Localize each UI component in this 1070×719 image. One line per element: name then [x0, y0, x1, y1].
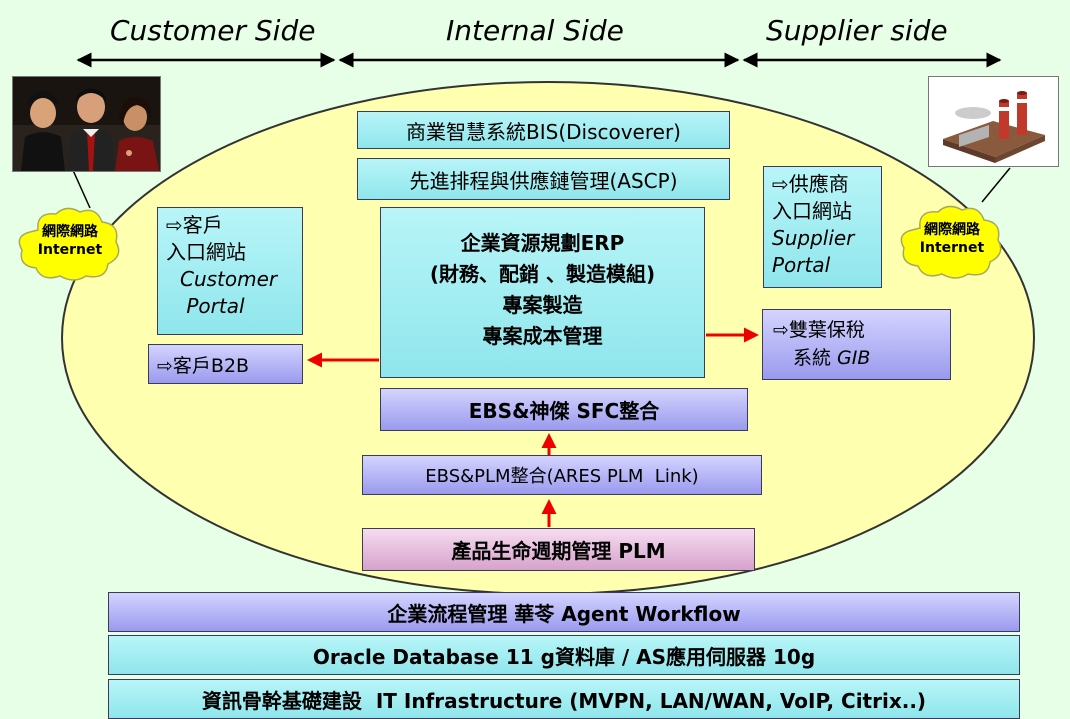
- internet-cloud-right-line1: 網際網路: [924, 222, 980, 238]
- erp-project-manufacturing: 專案製造: [502, 293, 583, 317]
- customer-portal-box: ⇨客戶 入口網站 Customer Portal: [157, 207, 303, 335]
- gib-line2-code: GIB: [837, 347, 871, 369]
- supplier-portal-line2: 入口網站: [772, 199, 852, 223]
- gib-box: ⇨雙葉保稅 系統 GIB: [762, 309, 951, 380]
- database-layer: Oracle Database 11 g資料庫 / AS應用伺服器 10g: [108, 635, 1020, 675]
- plm-link-box: EBS&PLM整合(ARES PLM Link): [362, 455, 762, 495]
- supplier-portal-box: ⇨供應商 入口網站 Supplier Portal: [763, 166, 882, 288]
- bis-box: 商業智慧系統BIS(Discoverer): [357, 111, 730, 149]
- erp-box: 企業資源規劃ERP (財務、配銷 、製造模組) 專案製造 專案成本管理: [380, 207, 705, 378]
- business-people-photo: [12, 76, 161, 172]
- supplier-connector-line: [981, 167, 1011, 203]
- customer-portal-line4: Portal: [180, 294, 245, 318]
- it-infrastructure-layer: 資訊骨幹基礎建設 IT Infrastructure (MVPN, LAN/WA…: [108, 679, 1020, 719]
- sfc-integration-box: EBS&神傑 SFC整合: [380, 388, 748, 431]
- ascp-box: 先進排程與供應鏈管理(ASCP): [357, 158, 730, 200]
- workflow-layer: 企業流程管理 華苓 Agent Workflow: [108, 592, 1020, 632]
- erp-project-cost: 專案成本管理: [482, 324, 603, 348]
- erp-title: 企業資源規劃ERP: [460, 231, 625, 255]
- factory-icon: [928, 76, 1059, 167]
- internet-cloud-left-line2: Internet: [37, 242, 103, 258]
- customer-side-header: Customer Side: [110, 14, 316, 47]
- customer-portal-line3: Customer: [180, 267, 278, 291]
- customer-connector-line: [71, 167, 91, 209]
- customer-portal-line2: 入口網站: [166, 240, 246, 264]
- plm-box: 產品生命週期管理 PLM: [362, 528, 755, 571]
- erp-modules: (財務、配銷 、製造模組): [429, 262, 656, 286]
- customer-b2b-box: ⇨客戶B2B: [148, 344, 303, 384]
- internet-cloud-right-line2: Internet: [919, 240, 985, 256]
- supplier-portal-line4: Portal: [772, 253, 831, 277]
- supplier-portal-line1: ⇨供應商: [772, 172, 849, 196]
- supplier-portal-line3: Supplier: [772, 226, 855, 250]
- internet-cloud-left: 網際網路 Internet: [16, 204, 124, 282]
- customer-portal-line1: ⇨客戶: [166, 213, 223, 237]
- header-arrows: [76, 52, 1002, 68]
- internal-side-header: Internal Side: [446, 14, 624, 47]
- internet-cloud-right: 網際網路 Internet: [898, 202, 1006, 280]
- internet-cloud-left-line1: 網際網路: [42, 224, 98, 240]
- gib-line1: ⇨雙葉保稅: [773, 319, 865, 341]
- supplier-side-header: Supplier side: [766, 14, 948, 47]
- gib-line2-label: 系統: [793, 347, 838, 369]
